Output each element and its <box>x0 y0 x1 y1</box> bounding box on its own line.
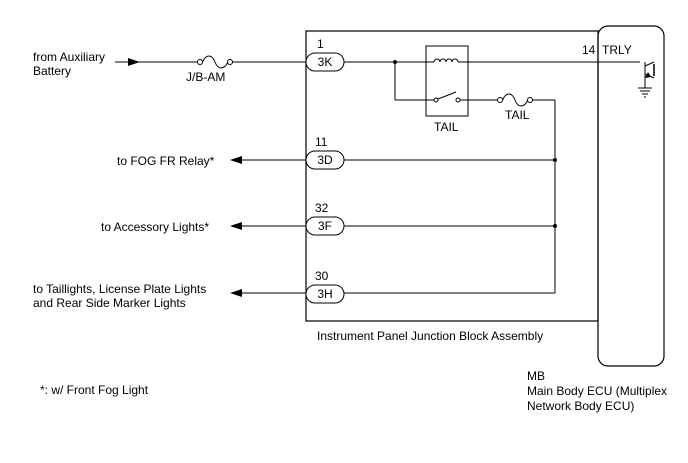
aux-battery-arrow <box>128 58 140 66</box>
arrow-taillights <box>230 289 242 297</box>
pin-1: 1 <box>317 37 324 51</box>
connector-3f-label: 3F <box>318 219 332 233</box>
arrow-accessory-lights <box>230 222 242 230</box>
tail-relay-label: TAIL <box>434 120 459 134</box>
taillights-label-line2: and Rear Side Marker Lights <box>33 296 186 310</box>
tail-fuse <box>497 93 533 107</box>
pin-30: 30 <box>315 269 329 283</box>
aux-battery-label-line1: from Auxiliary <box>33 50 105 64</box>
relay-switch-contact-right <box>455 97 461 103</box>
aux-battery-label-line2: Battery <box>33 64 71 78</box>
ground-icon <box>638 87 652 98</box>
connector-3h <box>305 284 345 304</box>
connector-3d-label: 3D <box>317 153 333 167</box>
footnote: *: w/ Front Fog Light <box>40 383 149 397</box>
connector-3k-label: 3K <box>318 55 333 69</box>
ecu-name-line2: Network Body ECU) <box>527 399 634 413</box>
ecu-pin-14: 14 <box>582 43 596 57</box>
pin-32: 32 <box>315 201 329 215</box>
jb-am-fuse-label: J/B-AM <box>186 70 225 84</box>
arrow-fog-fr-relay <box>230 156 242 164</box>
relay-switch-contact-left <box>433 97 439 103</box>
ecu-code: MB <box>527 369 545 383</box>
ecu-box <box>597 25 665 367</box>
fog-fr-relay-label: to FOG FR Relay* <box>117 154 215 168</box>
ecu-terminal-trly: TRLY <box>602 43 632 57</box>
ecu-name-line1: Main Body ECU (Multiplex <box>527 384 667 398</box>
tail-fuse-label: TAIL <box>505 108 530 122</box>
junction-block-label: Instrument Panel Junction Block Assembly <box>317 329 543 343</box>
pin-11: 11 <box>315 135 328 149</box>
relay-coil <box>433 58 459 63</box>
transistor-icon <box>644 61 655 88</box>
accessory-lights-label: to Accessory Lights* <box>101 220 209 234</box>
connector-3h-label: 3H <box>317 287 332 301</box>
relay-switch-blade <box>437 91 457 100</box>
jb-am-fuse <box>197 55 233 69</box>
taillights-label-line1: to Taillights, License Plate Lights <box>33 282 206 296</box>
tail-relay-box <box>425 45 469 117</box>
